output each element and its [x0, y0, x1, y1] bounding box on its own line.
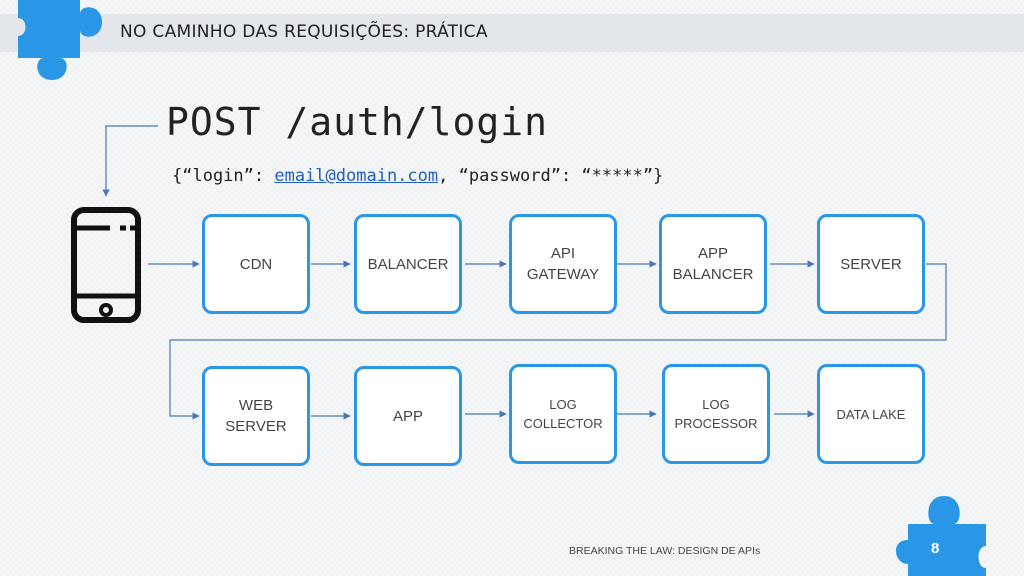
payload-email-link[interactable]: email@domain.com [274, 166, 439, 186]
node-app-balancer-label: APP BALANCER [672, 245, 754, 283]
payload-suffix: , “password”: “*****”} [438, 166, 664, 186]
node-log-collector: LOG COLLECTOR [509, 364, 617, 464]
node-data-lake-label: DATA LAKE [836, 406, 906, 422]
node-app: APP [354, 366, 462, 466]
puzzle-piece-icon-bottom [895, 496, 986, 576]
slide-title: NO CAMINHO DAS REQUISIÇÕES: PRÁTICA [120, 22, 488, 42]
page-number: 8 [931, 540, 940, 557]
smartphone-icon [71, 207, 141, 323]
node-web-server-label: WEB SERVER [225, 397, 287, 435]
node-app-label: APP [392, 407, 423, 425]
request-payload: {“login”: email@domain.com, “password”: … [172, 166, 663, 186]
endpoint-heading: POST /auth/login [166, 100, 549, 144]
node-app-balancer: APP BALANCER [659, 214, 767, 314]
node-log-processor: LOG PROCESSOR [662, 364, 770, 464]
node-web-server: WEB SERVER [202, 366, 310, 466]
node-server-label: SERVER [840, 255, 902, 273]
node-log-processor-label: LOG PROCESSOR [674, 397, 758, 431]
node-data-lake: DATA LAKE [817, 364, 925, 464]
node-api-gateway-label: API GATEWAY [526, 245, 600, 283]
slide-footer: BREAKING THE LAW: DESIGN DE APIs [569, 545, 761, 557]
node-server: SERVER [817, 214, 925, 314]
puzzle-piece-icon [18, 0, 102, 80]
node-cdn-label: CDN [239, 255, 273, 273]
node-balancer: BALANCER [354, 214, 462, 314]
arrow-server-webserver [169, 263, 947, 420]
endpoint-to-device-arrow [102, 125, 158, 197]
node-api-gateway: API GATEWAY [509, 214, 617, 314]
node-balancer-label: BALANCER [367, 255, 449, 273]
node-cdn: CDN [202, 214, 310, 314]
node-log-collector-label: LOG COLLECTOR [523, 397, 603, 431]
payload-prefix: {“login”: [172, 166, 275, 186]
title-bar [0, 14, 1024, 52]
